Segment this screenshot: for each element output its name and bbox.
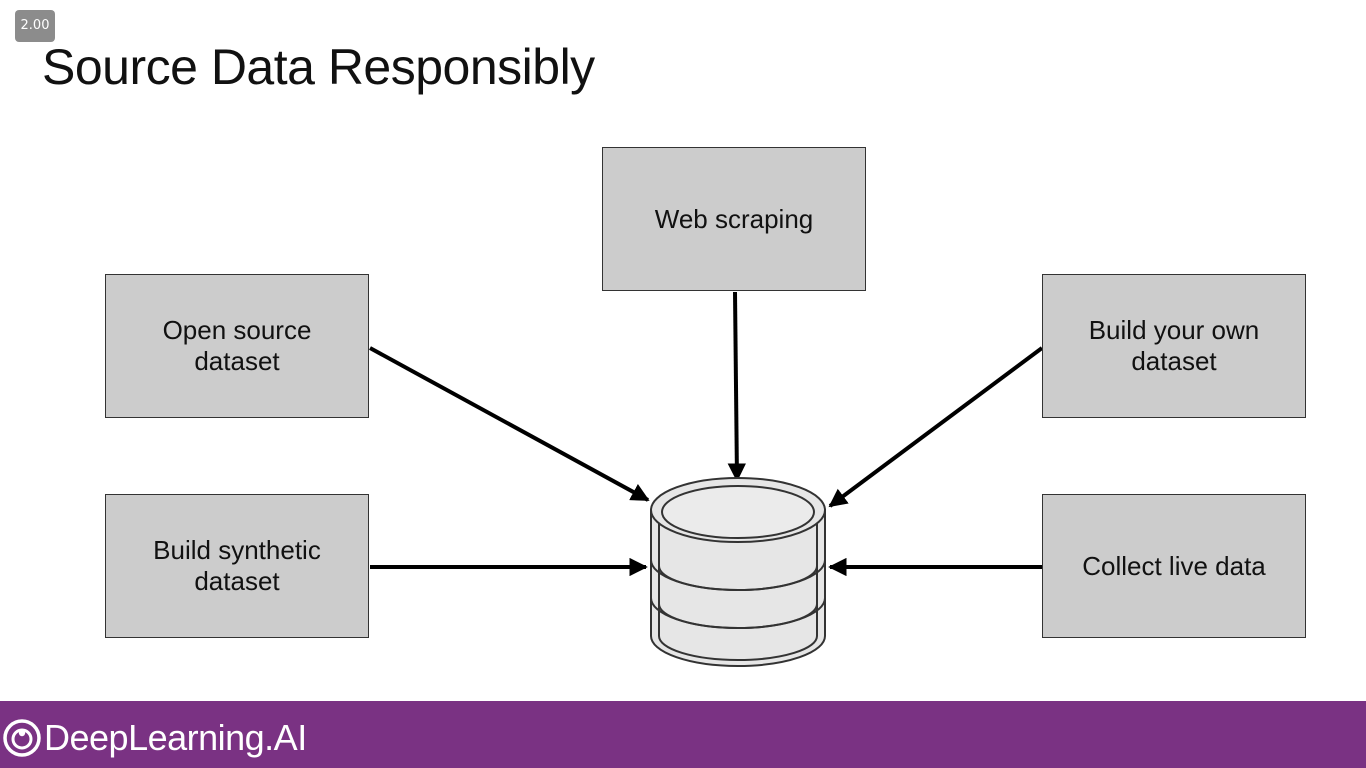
source-label-synthetic: Build synthetic dataset <box>153 535 321 596</box>
slide-title: Source Data Responsibly <box>42 39 595 95</box>
source-label-live-data: Collect live data <box>1082 550 1266 581</box>
source-box-open-source: Open source dataset <box>105 274 369 418</box>
deeplearning-ai-logo-icon <box>3 719 41 757</box>
data-sources-diagram <box>369 291 1044 667</box>
arrow-web-scraping <box>727 291 747 482</box>
source-box-web-scraping: Web scraping <box>602 147 866 291</box>
brand-name: DeepLearning.AI <box>44 717 307 758</box>
arrow-build-own <box>828 346 1044 508</box>
source-label-web-scraping: Web scraping <box>654 203 814 234</box>
source-label-build-own: Build your own dataset <box>1088 315 1260 376</box>
database-icon <box>650 477 826 667</box>
source-box-live-data: Collect live data <box>1042 494 1306 638</box>
source-box-synthetic: Build synthetic dataset <box>105 494 369 638</box>
source-box-build-own: Build your own dataset <box>1042 274 1306 418</box>
source-label-open-source: Open source dataset <box>162 315 312 376</box>
playback-speed-badge[interactable]: 2.00 <box>15 10 55 42</box>
arrow-open-source <box>369 346 650 502</box>
brand-footer: DeepLearning.AI <box>0 701 1366 768</box>
